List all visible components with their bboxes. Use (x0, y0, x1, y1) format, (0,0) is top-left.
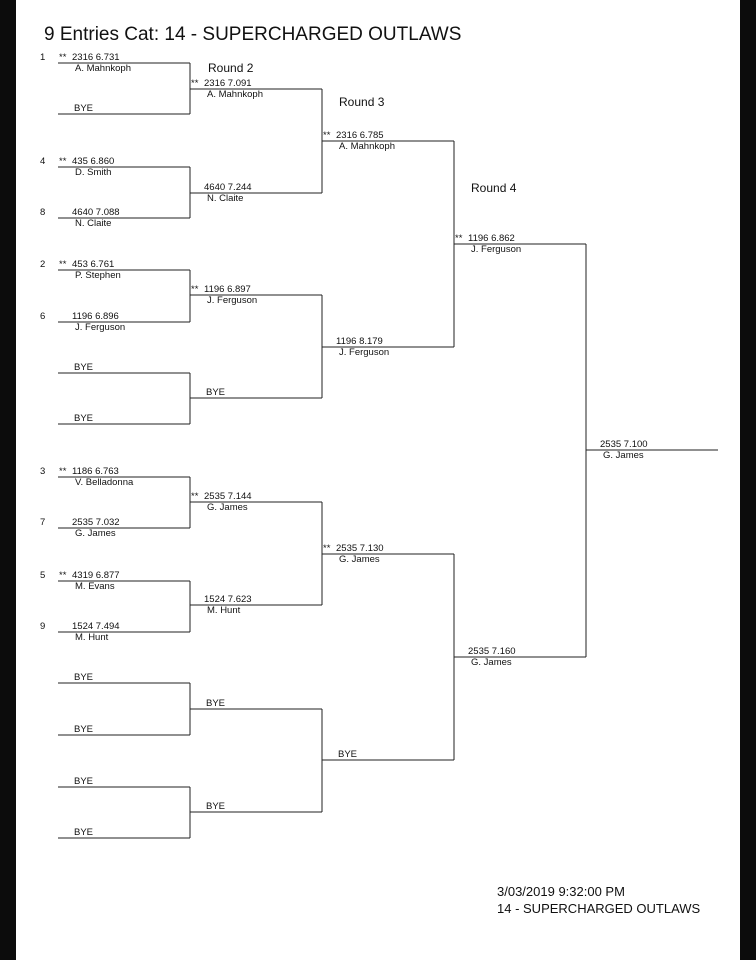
car-number-et: 435 6.860 (72, 156, 114, 167)
racer-name: A. Mahnkoph (207, 89, 263, 100)
winner-mark: ** (455, 233, 463, 244)
seed-number: 9 (40, 621, 45, 632)
bye-label: BYE (74, 827, 93, 838)
car-number-et: 2535 7.032 (72, 517, 120, 528)
bracket-sheet (16, 0, 740, 960)
racer-name: J. Ferguson (339, 347, 389, 358)
car-number-et: 2535 7.100 (600, 439, 648, 450)
racer-name: P. Stephen (75, 270, 121, 281)
car-number-et: 2535 7.160 (468, 646, 516, 657)
seed-number: 7 (40, 517, 45, 528)
car-number-et: 1186 6.763 (72, 466, 119, 477)
winner-mark: ** (191, 284, 199, 295)
car-number-et: 1196 6.896 (72, 311, 119, 322)
winner-mark: ** (323, 543, 331, 554)
car-number-et: 4640 7.244 (204, 182, 252, 193)
racer-name: G. James (75, 528, 116, 539)
bye-label: BYE (338, 749, 357, 760)
seed-number: 3 (40, 466, 45, 477)
car-number-et: 4640 7.088 (72, 207, 120, 218)
car-number-et: 2316 6.731 (72, 52, 120, 63)
footer-timestamp: 3/03/2019 9:32:00 PM (497, 884, 625, 899)
seed-number: 8 (40, 207, 45, 218)
round-label: Round 2 (208, 61, 254, 75)
racer-name: M. Evans (75, 581, 115, 592)
racer-name: A. Mahnkoph (339, 141, 395, 152)
bye-label: BYE (74, 776, 93, 787)
racer-name: J. Ferguson (207, 295, 257, 306)
racer-name: J. Ferguson (75, 322, 125, 333)
car-number-et: 1524 7.623 (204, 594, 252, 605)
car-number-et: 2316 7.091 (204, 78, 252, 89)
car-number-et: 1196 6.897 (204, 284, 251, 295)
bye-label: BYE (74, 103, 93, 114)
round-label: Round 4 (471, 181, 517, 195)
car-number-et: 1196 6.862 (468, 233, 515, 244)
footer-category: 14 - SUPERCHARGED OUTLAWS (497, 901, 701, 916)
car-number-et: 453 6.761 (72, 259, 114, 270)
racer-name: M. Hunt (75, 632, 109, 643)
car-number-et: 1196 8.179 (336, 336, 383, 347)
racer-name: N. Claite (207, 193, 243, 204)
winner-mark: ** (59, 570, 67, 581)
car-number-et: 2316 6.785 (336, 130, 384, 141)
seed-number: 5 (40, 570, 45, 581)
bye-label: BYE (74, 362, 93, 373)
car-number-et: 4319 6.877 (72, 570, 120, 581)
racer-name: D. Smith (75, 167, 111, 178)
winner-mark: ** (191, 491, 199, 502)
bye-label: BYE (74, 413, 93, 424)
racer-name: N. Claite (75, 218, 111, 229)
racer-name: G. James (603, 450, 644, 461)
racer-name: A. Mahnkoph (75, 63, 131, 74)
racer-name: G. James (471, 657, 512, 668)
car-number-et: 1524 7.494 (72, 621, 120, 632)
racer-name: V. Belladonna (75, 477, 134, 488)
racer-name: J. Ferguson (471, 244, 521, 255)
winner-mark: ** (59, 156, 67, 167)
winner-mark: ** (323, 130, 331, 141)
seed-number: 2 (40, 259, 45, 270)
racer-name: G. James (339, 554, 380, 565)
racer-name: G. James (207, 502, 248, 513)
winner-mark: ** (59, 52, 67, 63)
footer: 3/03/2019 9:32:00 PM 14 - SUPERCHARGED O… (497, 883, 700, 917)
bye-label: BYE (206, 801, 225, 812)
bye-label: BYE (74, 724, 93, 735)
bye-label: BYE (206, 698, 225, 709)
page-title: 9 Entries Cat: 14 - SUPERCHARGED OUTLAWS (44, 24, 462, 45)
winner-mark: ** (59, 259, 67, 270)
seed-number: 1 (40, 52, 45, 63)
seed-number: 6 (40, 311, 45, 322)
racer-name: M. Hunt (207, 605, 241, 616)
winner-mark: ** (191, 78, 199, 89)
car-number-et: 2535 7.144 (204, 491, 252, 502)
winner-mark: ** (59, 466, 67, 477)
bye-label: BYE (74, 672, 93, 683)
bye-label: BYE (206, 387, 225, 398)
round-label: Round 3 (339, 95, 385, 109)
car-number-et: 2535 7.130 (336, 543, 384, 554)
seed-number: 4 (40, 156, 45, 167)
